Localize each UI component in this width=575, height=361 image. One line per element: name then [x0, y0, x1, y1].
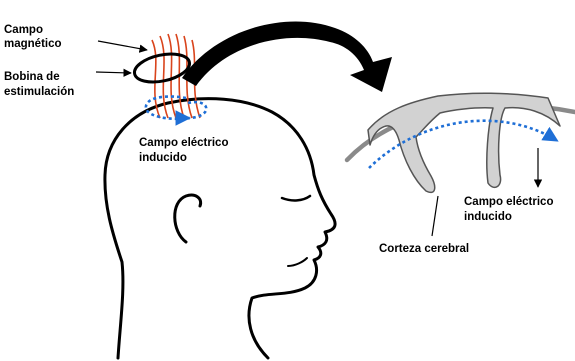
closed-eye	[282, 196, 310, 200]
leader-bobina	[96, 72, 131, 73]
label-campo-electrico-cortex-2: inducido	[464, 211, 512, 223]
ear-outline	[175, 195, 201, 242]
label-campo-magnetico-1: Campo	[4, 24, 43, 36]
label-bobina-2: estimulación	[4, 86, 74, 98]
leader-campo-magnetico	[98, 41, 147, 50]
label-campo-electrico-head-1: Campo eléctrico	[139, 137, 228, 149]
stimulation-coil	[132, 49, 192, 86]
label-campo-electrico-head-2: inducido	[139, 152, 187, 164]
zoom-arrow	[182, 21, 392, 92]
leader-corteza	[432, 196, 438, 236]
label-corteza-cerebral: Corteza cerebral	[379, 243, 469, 255]
label-campo-electrico-cortex-1: Campo eléctrico	[464, 196, 553, 208]
cortical-band	[368, 93, 560, 192]
label-campo-magnetico-2: magnético	[4, 38, 62, 50]
label-bobina-1: Bobina de	[4, 71, 60, 83]
mouth-line	[288, 258, 307, 266]
